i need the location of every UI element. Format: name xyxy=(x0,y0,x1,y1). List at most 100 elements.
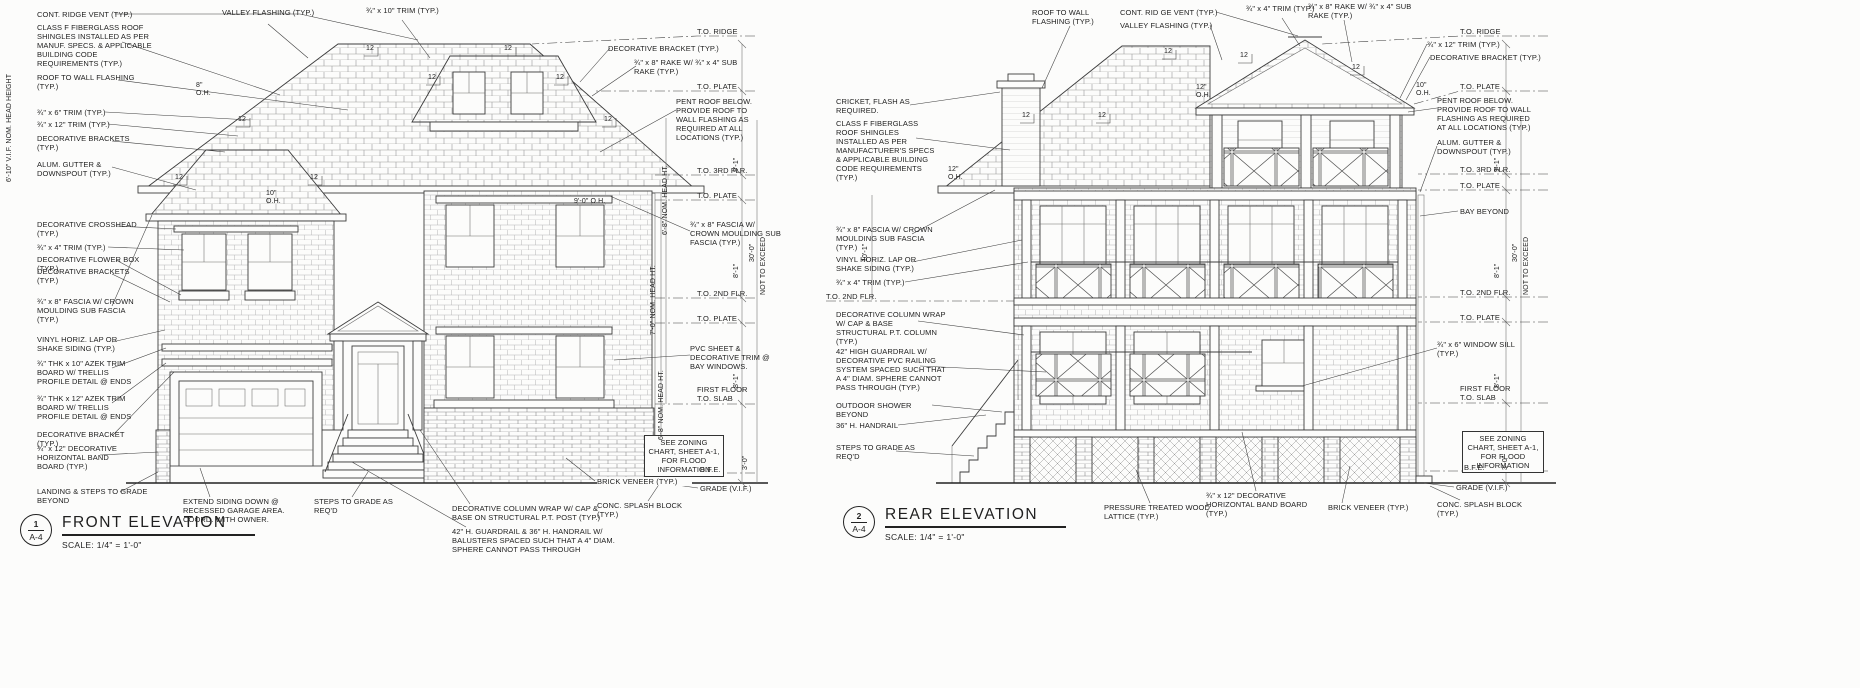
leader-line xyxy=(308,176,323,186)
front-garage xyxy=(169,371,323,467)
level-label: T.O. 3RD FLR. xyxy=(1460,165,1511,174)
dimension-label: 9'-1" xyxy=(733,157,740,172)
leader-line xyxy=(199,467,211,498)
annotation-label: BRICK VENEER (TYP.) xyxy=(1328,503,1409,512)
level-label: T.O. PLATE xyxy=(1460,313,1501,322)
dimension-label: 9'-0" O.H. xyxy=(574,198,606,205)
slope-label: 12 xyxy=(1352,64,1360,71)
leader-line xyxy=(602,118,617,128)
annotation-label: DECORATIVE COLUMN WRAP W/ CAP & BASE ON … xyxy=(452,504,601,522)
guardrail-panel xyxy=(1035,263,1112,299)
leader-line xyxy=(1238,54,1253,64)
leader-line xyxy=(591,65,637,97)
drawing-number: 1 xyxy=(27,519,45,531)
dimension-label: 6'-8" NOM. HEAD HT. xyxy=(658,370,665,440)
leader-lines xyxy=(99,11,1548,528)
column xyxy=(333,340,344,431)
drawing-title: FRONT ELEVATION xyxy=(62,514,255,536)
annotation-label: CONT. RID GE VENT (TYP.) xyxy=(1120,8,1218,17)
leader-line xyxy=(909,91,1001,106)
leader-line xyxy=(401,19,431,59)
annotation-label: ¾" x 8" RAKE W/ ¾" x 4" SUB RAKE (TYP.) xyxy=(634,58,738,76)
leader-line xyxy=(419,429,471,505)
leader-line xyxy=(121,41,281,96)
leader-line xyxy=(1419,145,1438,193)
drawing-number-bubble: 1 A-4 xyxy=(20,514,52,546)
annotation-label: PENT ROOF BELOW. PROVIDE ROOF TO WALL FL… xyxy=(1437,96,1531,132)
annotation-label: VINYL HORIZ. LAP OR SHAKE SIDING (TYP.) xyxy=(37,335,118,353)
leader-line xyxy=(1162,50,1177,60)
dimension-label: 8'-1" xyxy=(1494,263,1501,278)
leader-line xyxy=(111,140,226,153)
annotation-label: CONC. SPLASH BLOCK (TYP.) xyxy=(597,501,683,519)
leader-line xyxy=(502,47,517,57)
annotation-label: ¾" x 6" WINDOW SILL (TYP.) xyxy=(1437,340,1515,358)
leader-line xyxy=(1423,482,1455,488)
annotation-label: STEPS TO GRADE AS REQ'D xyxy=(314,497,393,515)
guardrail-panel xyxy=(1312,147,1389,187)
rear-third-floor-balcony xyxy=(1209,114,1403,189)
handrail xyxy=(324,413,349,473)
annotation-label: OUTDOOR SHOWER BEYOND xyxy=(836,401,912,419)
leader-line xyxy=(111,362,167,404)
drawing-number: 2 xyxy=(850,511,868,523)
leader-line xyxy=(351,461,467,528)
dimension-label: 12" O.H. xyxy=(948,166,963,182)
level-label: B.F.E. xyxy=(700,465,721,474)
leader-line xyxy=(115,259,182,296)
level-label: T.O. 2ND FLR. xyxy=(826,292,877,301)
annotation-label: ¾" x 8" RAKE W/ ¾" x 4" SUB RAKE (TYP.) xyxy=(1308,2,1412,20)
leader-line xyxy=(1321,35,1548,45)
annotation-label: VALLEY FLASHING (TYP.) xyxy=(1120,21,1213,30)
leader-line xyxy=(554,76,569,86)
level-label: T.O. PLATE xyxy=(1460,82,1501,91)
leader-line xyxy=(599,109,677,153)
leader-line xyxy=(426,76,441,86)
leader-line xyxy=(267,23,309,59)
column xyxy=(412,340,423,431)
annotation-label: ¾" x 8" FASCIA W/ CROWN MOULDING SUB FAS… xyxy=(690,220,781,247)
leader-line xyxy=(351,471,369,498)
leader-line xyxy=(1407,107,1438,113)
leader-line xyxy=(904,261,1029,283)
slope-label: 12 xyxy=(175,174,183,181)
annotation-label: ¾" x 4" TRIM (TYP.) xyxy=(37,243,106,252)
leader-line xyxy=(111,273,171,303)
annotation-label: CONC. SPLASH BLOCK (TYP.) xyxy=(1437,500,1523,518)
annotation-label: GRADE (V.I.F.) xyxy=(700,484,752,493)
annotation-label: ¾" x 4" TRIM (TYP.) xyxy=(836,278,905,287)
slope-label: 12 xyxy=(1022,112,1030,119)
annotation-label: ROOF TO WALL FLASHING (TYP.) xyxy=(37,73,135,91)
leader-line xyxy=(1419,210,1459,217)
trellis-band xyxy=(161,358,333,367)
annotation-label: ¾" x 12" TRIM (TYP.) xyxy=(37,120,110,129)
annotation-label: SEE ZONING CHART, SHEET A-1, FOR FLOOD I… xyxy=(644,435,724,477)
front-dormer xyxy=(411,55,597,132)
guardrail-panel xyxy=(1317,263,1394,299)
front-title-block: 1 A-4 FRONT ELEVATION SCALE: 1/4" = 1'-0… xyxy=(20,514,255,550)
dimension-label: 10'-1" xyxy=(862,243,869,262)
dimension-label: 8" O.H. xyxy=(196,82,211,98)
annotation-label: PRESSURE TREATED WOOD LATTICE (TYP.) xyxy=(1104,503,1211,521)
leader-line xyxy=(1301,347,1438,387)
annotation-label: DECORATIVE BRACKET (TYP.) xyxy=(1430,53,1541,62)
annotation-label: DECORATIVE BRACKETS (TYP.) xyxy=(37,267,130,285)
annotation-label: ¾" x 10" TRIM (TYP.) xyxy=(366,6,439,15)
annotation-label: CLASS F FIBERGLASS ROOF SHINGLES INSTALL… xyxy=(836,119,935,182)
annotation-label: ¾" THK x 12" AZEK TRIM BOARD W/ TRELLIS … xyxy=(37,394,132,421)
level-label: T.O. PLATE xyxy=(1460,181,1501,190)
drawing-scale: SCALE: 1/4" = 1'-0" xyxy=(62,540,142,550)
annotation-label: CONT. RIDGE VENT (TYP.) xyxy=(37,10,133,19)
dimension-label: 6'-10" V.I.F. NOM. HEAD HEIGHT xyxy=(6,73,13,182)
flower-box xyxy=(244,290,296,301)
rear-gable-roof xyxy=(1194,36,1416,116)
leader-line xyxy=(119,471,159,493)
slope-label: 12 xyxy=(428,74,436,81)
annotation-label: ¾" x 6" TRIM (TYP.) xyxy=(37,108,106,117)
annotation-label: SEE ZONING CHART, SHEET A-1, FOR FLOOD I… xyxy=(1462,431,1544,473)
level-label: T.O. PLATE xyxy=(697,191,738,200)
dimension-label: 7'-0" NOM. HEAD HT. xyxy=(650,265,657,335)
slope-label: 12 xyxy=(238,116,246,123)
slope-label: 12 xyxy=(310,174,318,181)
